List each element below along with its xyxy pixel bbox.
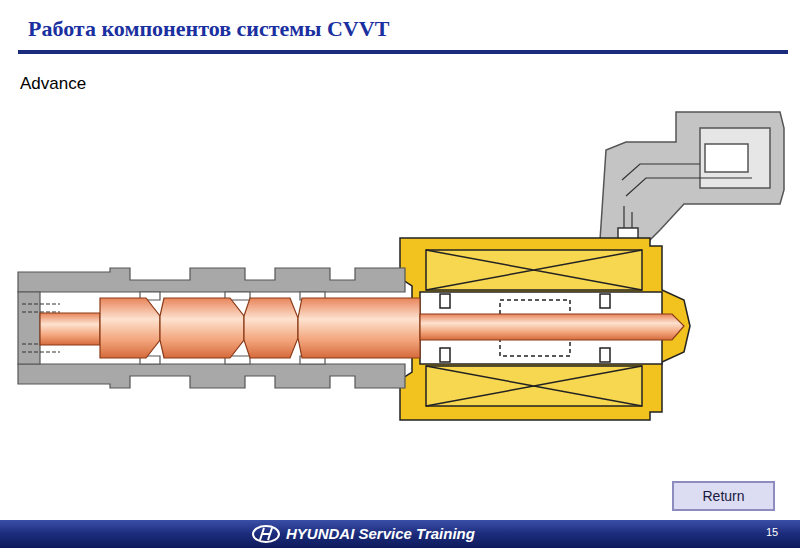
illustration-part xyxy=(700,128,770,188)
illustration-part xyxy=(600,348,610,362)
illustration-part xyxy=(253,526,279,542)
coil xyxy=(426,366,642,406)
spool xyxy=(40,298,684,358)
illustration-part xyxy=(160,298,244,358)
illustration-part xyxy=(440,294,450,308)
footer-band xyxy=(0,520,800,548)
illustration-part xyxy=(260,528,272,540)
button-label: Return xyxy=(702,488,744,504)
illustration-part xyxy=(705,144,748,172)
hyundai-logo xyxy=(253,526,279,542)
illustration-part xyxy=(18,364,405,388)
illustration-part xyxy=(40,313,100,345)
connector-housing xyxy=(588,112,784,258)
illustration-part xyxy=(588,112,784,258)
illustration-part xyxy=(298,298,420,358)
illustration-part xyxy=(600,294,610,308)
illustration-part xyxy=(426,366,642,406)
footer-text: HYUNDAI Service Training xyxy=(286,525,475,542)
page-number: 15 xyxy=(766,526,778,538)
illustration-part xyxy=(100,298,160,358)
illustration-part xyxy=(440,348,450,362)
illustration-part xyxy=(400,238,690,420)
return-button: Return xyxy=(672,481,775,511)
illustration-part xyxy=(626,178,752,196)
state-label: Advance xyxy=(20,74,86,94)
illustration-part xyxy=(426,250,642,290)
coil xyxy=(426,250,642,290)
slide-title: Работа компонентов системы CVVT xyxy=(28,16,389,42)
header-rule xyxy=(18,50,788,54)
illustration-part xyxy=(18,292,40,364)
illustration-part xyxy=(420,314,684,340)
illustration-part xyxy=(18,268,405,292)
illustration-part xyxy=(244,298,298,358)
solenoid-housing xyxy=(400,238,690,420)
